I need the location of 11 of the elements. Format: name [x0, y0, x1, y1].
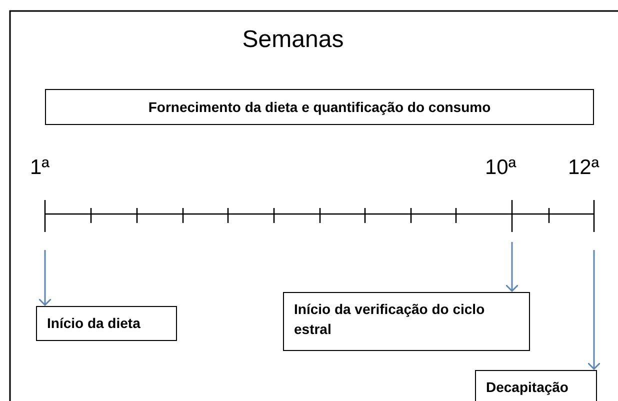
- event-box: Início da dieta: [36, 306, 177, 341]
- week-label: 10ª: [485, 156, 516, 180]
- phase-box: Fornecimento da dieta e quantificação do consumo: [45, 89, 594, 126]
- arrow: [505, 242, 519, 292]
- event-box: Início da verificação do ciclo estral: [283, 292, 530, 351]
- arrow: [587, 250, 601, 370]
- arrow: [38, 250, 52, 306]
- week-label: 12ª: [568, 156, 600, 180]
- event-box: Decapitação: [475, 370, 597, 401]
- week-label: 1ª: [30, 156, 50, 180]
- title: Semanas: [241, 26, 345, 54]
